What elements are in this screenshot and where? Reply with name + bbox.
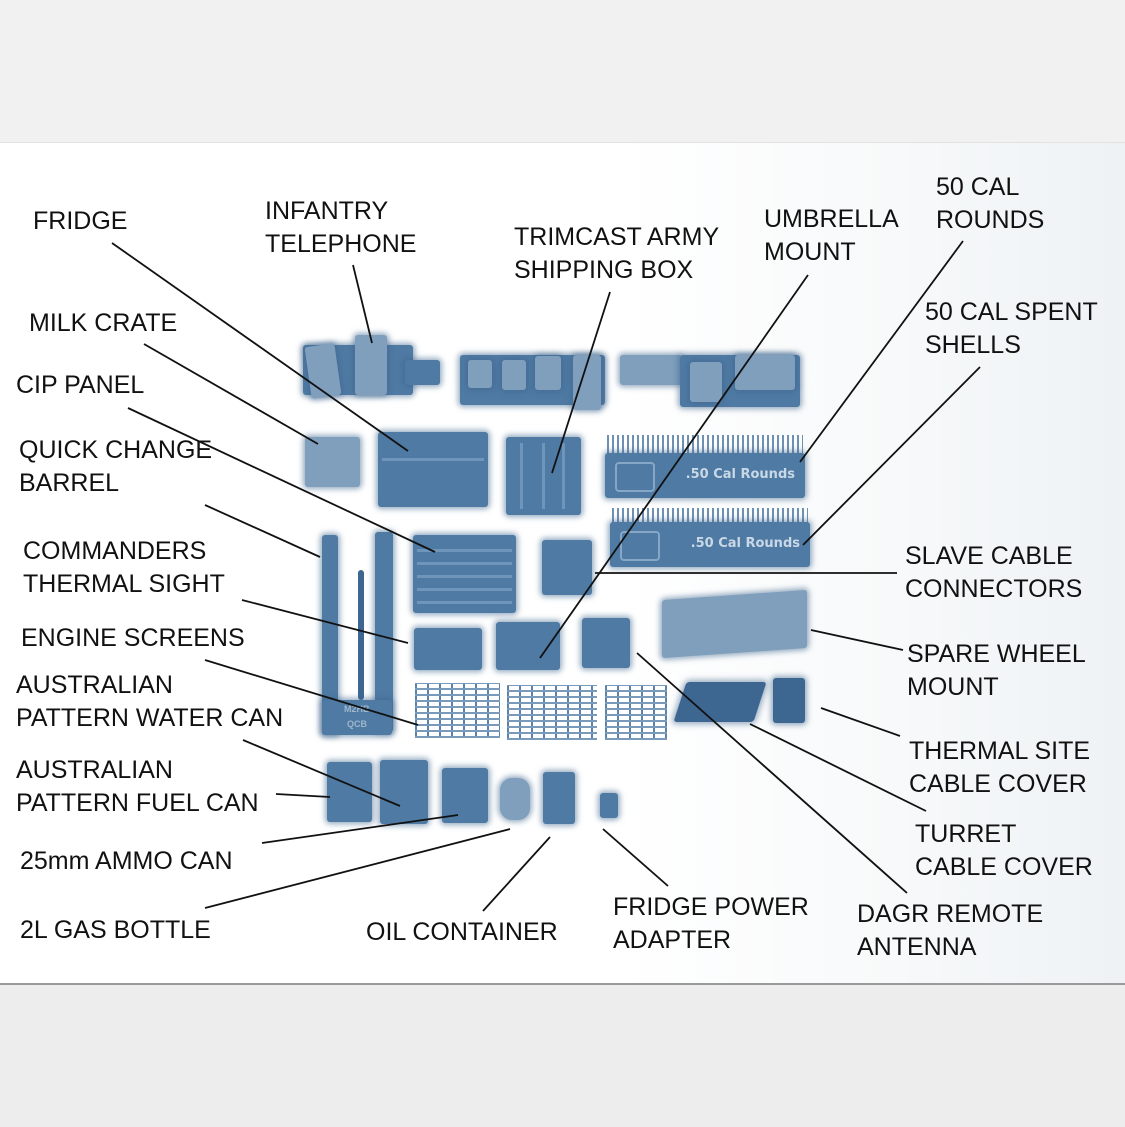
logo-icon	[615, 462, 655, 492]
label-50cal-rounds: 50 CAL ROUNDS	[936, 173, 1045, 234]
engine-screen-3	[605, 685, 667, 740]
rounds-comb-1	[607, 435, 803, 455]
turret-cable-cover-part	[673, 682, 767, 722]
switch-part-2	[502, 360, 526, 390]
label-2l-gas-bottle: 2L GAS BOTTLE	[20, 916, 211, 944]
label-turret-cable-cover: TURRET CABLE COVER	[915, 820, 1093, 881]
spent-shells-tray-engraving: .50 Cal Rounds	[690, 536, 800, 551]
top-border-band	[0, 0, 1125, 143]
commanders-thermal-sight-part	[414, 628, 482, 670]
cip-panel-part	[413, 535, 516, 613]
logo-icon	[620, 531, 660, 561]
barrel-stamp-2: QCB	[347, 719, 367, 729]
shipping-box-part	[506, 437, 581, 515]
fridge-lid-rib	[382, 458, 484, 461]
label-milk-crate: MILK CRATE	[29, 309, 178, 337]
engine-screen-1	[415, 683, 500, 738]
dagr-antenna-part	[582, 618, 630, 668]
barrel-stamp-1: M2HB	[344, 704, 370, 714]
panel-part-3	[735, 355, 795, 390]
rounds-tray-engraving: .50 Cal Rounds	[685, 467, 795, 482]
label-25mm-ammo-can: 25mm AMMO CAN	[20, 847, 233, 875]
bottom-border-band	[0, 983, 1125, 1127]
fuel-can-part	[327, 762, 372, 822]
milk-crate-part	[305, 437, 360, 487]
gas-bottle-part	[500, 778, 530, 820]
fridge-power-adapter-part	[600, 793, 618, 818]
panel-slat	[417, 549, 512, 552]
label-fridge: FRIDGE	[33, 207, 128, 235]
panel-slat	[417, 575, 512, 578]
panel-slat	[417, 588, 512, 591]
barrel-base: M2HB QCB	[322, 700, 392, 735]
switch-part-3	[535, 356, 561, 390]
label-quick-change-barrel: QUICK CHANGE BARREL	[19, 436, 213, 497]
umbrella-mount-part	[496, 622, 560, 670]
barrel-part	[358, 570, 364, 700]
panel-part-1	[620, 355, 682, 385]
label-slave-cable-connectors: SLAVE CABLE CONNECTORS	[905, 542, 1083, 603]
panel-slat	[417, 601, 512, 604]
label-water-can: AUSTRALIAN PATTERN WATER CAN	[16, 671, 284, 732]
label-50cal-spent-shells: 50 CAL SPENT SHELLS	[925, 298, 1098, 359]
small-sprue-part	[405, 360, 440, 385]
label-thermal-site-cable-cover: THERMAL SITE CABLE COVER	[909, 737, 1091, 798]
panel-slat	[417, 562, 512, 565]
label-trimcast-shipping-box: TRIMCAST ARMY SHIPPING BOX	[514, 223, 720, 284]
label-dagr-remote-antenna: DAGR REMOTE ANTENNA	[857, 900, 1044, 961]
switch-part-4	[573, 355, 601, 410]
fridge-part	[378, 432, 488, 507]
engine-screen-2	[507, 685, 597, 740]
label-cip-panel: CIP PANEL	[16, 371, 145, 399]
label-spare-wheel-mount: SPARE WHEEL MOUNT	[907, 640, 1086, 701]
spare-wheel-mount-part	[662, 589, 807, 659]
label-engine-screens: ENGINE SCREENS	[21, 624, 245, 652]
label-commanders-thermal-sight: COMMANDERS THERMAL SIGHT	[23, 537, 225, 598]
label-infantry-telephone: INFANTRY TELEPHONE	[265, 197, 417, 258]
infantry-telephone-part	[355, 335, 387, 395]
water-can-part	[380, 760, 428, 824]
label-oil-container: OIL CONTAINER	[366, 918, 558, 946]
label-fridge-power-adapter: FRIDGE POWER ADAPTER	[613, 893, 809, 954]
thermal-site-cable-cover-part	[773, 678, 805, 723]
cal50-spent-shells-tray: .50 Cal Rounds	[610, 522, 810, 567]
label-fuel-can: AUSTRALIAN PATTERN FUEL CAN	[16, 756, 259, 817]
label-umbrella-mount: UMBRELLA MOUNT	[764, 205, 899, 266]
oil-container-part	[543, 772, 575, 824]
switch-part-1	[468, 360, 492, 388]
panel-part-2	[690, 362, 722, 402]
slave-cable-connectors-part	[542, 540, 592, 595]
cal50-rounds-tray: .50 Cal Rounds	[605, 453, 805, 498]
ammo-can-part	[442, 768, 488, 823]
